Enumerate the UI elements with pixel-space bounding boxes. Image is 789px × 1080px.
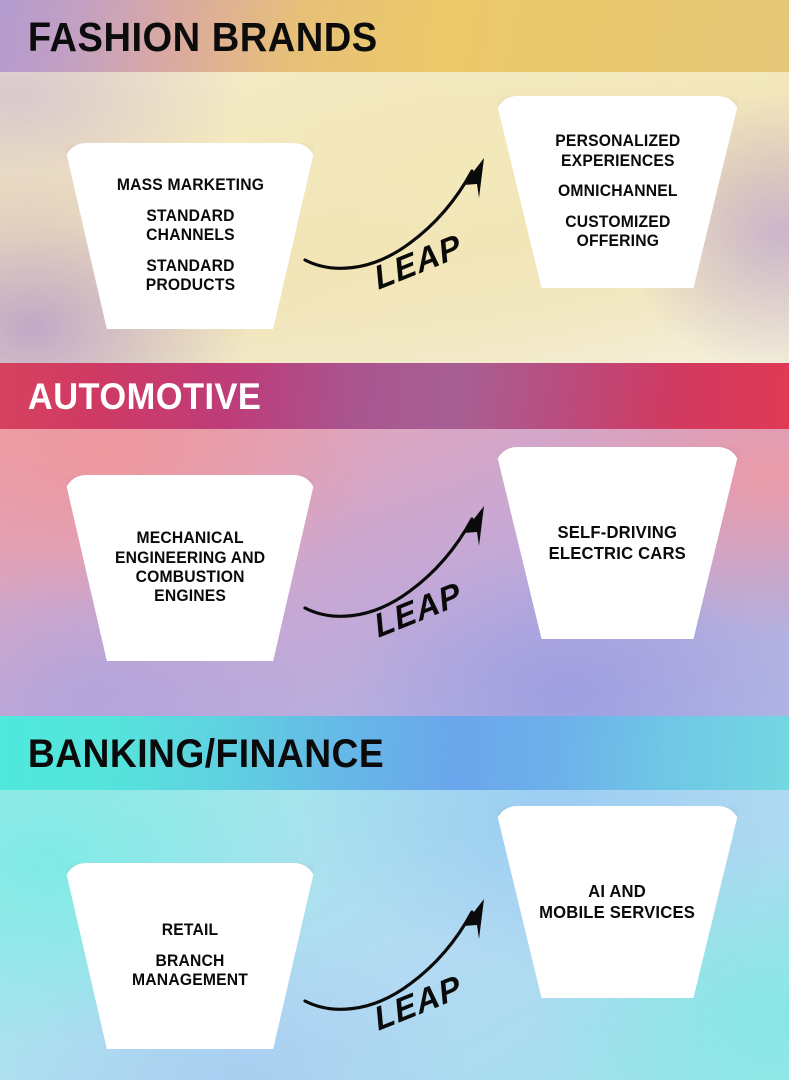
- section-fashion-brands: FASHION BRANDS MASS MARKETING STANDARD C…: [0, 0, 789, 363]
- before-text-line: STANDARD: [145, 206, 235, 225]
- after-text-line: OMNICHANNEL: [557, 182, 678, 201]
- after-text-line: SELF-DRIVING: [557, 522, 678, 543]
- after-state-shape-fashion-brands: PERSONALIZED EXPERIENCES OMNICHANNEL CUS…: [495, 96, 740, 288]
- after-text-line: AI AND: [588, 881, 647, 902]
- after-text-line: PERSONALIZED: [554, 132, 681, 151]
- after-state-shape-banking-finance: AI AND MOBILE SERVICES: [495, 806, 740, 998]
- section-banking-finance: BANKING/FINANCE RETAIL BRANCH MANAGEMENT…: [0, 716, 789, 1080]
- before-text-line: ENGINES: [154, 587, 226, 606]
- section-title-automotive: AUTOMOTIVE: [27, 375, 262, 417]
- before-line-group: RETAIL: [132, 921, 248, 940]
- section-title-banking-finance: BANKING/FINANCE: [27, 731, 385, 776]
- section-title-fashion-brands: FASHION BRANDS: [27, 14, 378, 60]
- header-band-banking-finance: BANKING/FINANCE: [0, 716, 789, 790]
- before-line-group: BRANCH MANAGEMENT: [132, 952, 248, 991]
- after-text-line: OFFERING: [576, 232, 659, 251]
- header-band-fashion-brands: FASHION BRANDS: [0, 0, 789, 72]
- after-line-group: PERSONALIZED EXPERIENCES: [555, 132, 680, 171]
- after-line-group: SELF-DRIVING ELECTRIC CARS: [549, 522, 686, 563]
- before-state-shape-fashion-brands: MASS MARKETING STANDARD CHANNELS STANDAR…: [64, 143, 316, 329]
- after-text-line: MOBILE SERVICES: [539, 902, 696, 922]
- before-text-line: MANAGEMENT: [132, 971, 248, 990]
- before-line-group: STANDARD PRODUCTS: [116, 257, 263, 296]
- before-text-line: CHANNELS: [145, 226, 235, 245]
- before-text-line: RETAIL: [161, 921, 219, 940]
- after-text-line: EXPERIENCES: [560, 151, 675, 170]
- after-text-line: CUSTOMIZED: [564, 212, 671, 231]
- header-band-automotive: AUTOMOTIVE: [0, 363, 789, 429]
- after-line-group: OMNICHANNEL: [555, 182, 680, 201]
- before-text-line: PRODUCTS: [145, 276, 235, 295]
- before-text-line: MECHANICAL: [136, 529, 244, 548]
- before-text-line: ENGINEERING AND: [114, 548, 266, 567]
- before-line-group: MASS MARKETING: [116, 176, 263, 195]
- after-line-group: AI AND MOBILE SERVICES: [540, 881, 696, 922]
- before-line-group: MECHANICAL ENGINEERING AND COMBUSTION EN…: [115, 529, 265, 607]
- before-text-line: MASS MARKETING: [116, 176, 264, 195]
- after-line-group: CUSTOMIZED OFFERING: [555, 213, 680, 252]
- after-state-shape-automotive: SELF-DRIVING ELECTRIC CARS: [495, 447, 740, 639]
- before-text-line: STANDARD: [145, 256, 235, 275]
- section-automotive: AUTOMOTIVE MECHANICAL ENGINEERING AND CO…: [0, 363, 789, 716]
- before-state-shape-automotive: MECHANICAL ENGINEERING AND COMBUSTION EN…: [64, 475, 316, 661]
- before-text-line: COMBUSTION: [135, 568, 245, 586]
- before-line-group: STANDARD CHANNELS: [116, 207, 263, 246]
- after-text-line: ELECTRIC CARS: [548, 543, 687, 563]
- before-state-shape-banking-finance: RETAIL BRANCH MANAGEMENT: [64, 863, 316, 1049]
- before-text-line: BRANCH: [155, 951, 225, 970]
